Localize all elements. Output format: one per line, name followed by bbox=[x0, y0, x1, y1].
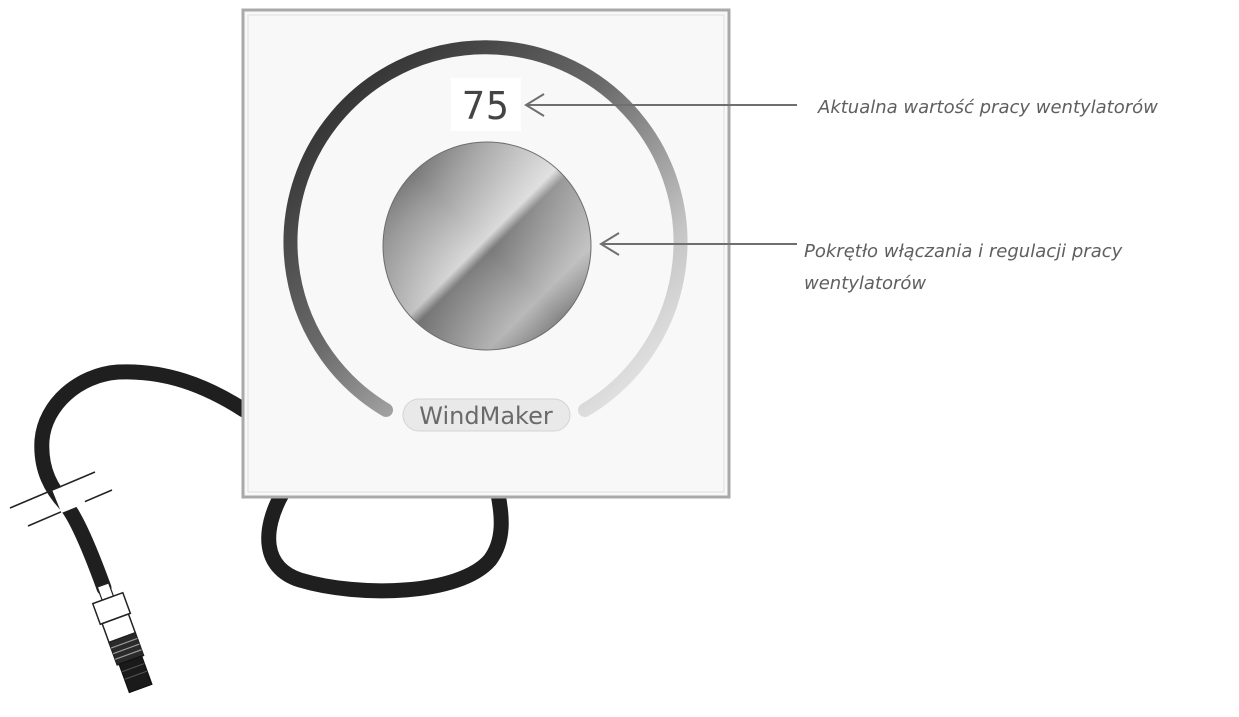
brand-name: WindMaker bbox=[419, 402, 553, 430]
cable-loop bbox=[261, 486, 509, 599]
control-knob[interactable] bbox=[382, 141, 592, 351]
wall-marker bbox=[9, 471, 113, 527]
callout-knob: Pokrętło włączania i regulacji pracy wen… bbox=[804, 241, 1123, 294]
display-value: 75 bbox=[462, 84, 510, 128]
cable-left bbox=[34, 364, 252, 596]
callout-current-value: Aktualna wartość pracy wentylatorów bbox=[818, 97, 1158, 118]
cable-connector bbox=[91, 582, 153, 694]
arrow-value bbox=[524, 93, 797, 117]
brand-label: WindMaker bbox=[402, 398, 571, 432]
value-display: 75 bbox=[451, 78, 521, 131]
arrow-knob bbox=[599, 232, 797, 256]
level-arc bbox=[283, 40, 688, 417]
